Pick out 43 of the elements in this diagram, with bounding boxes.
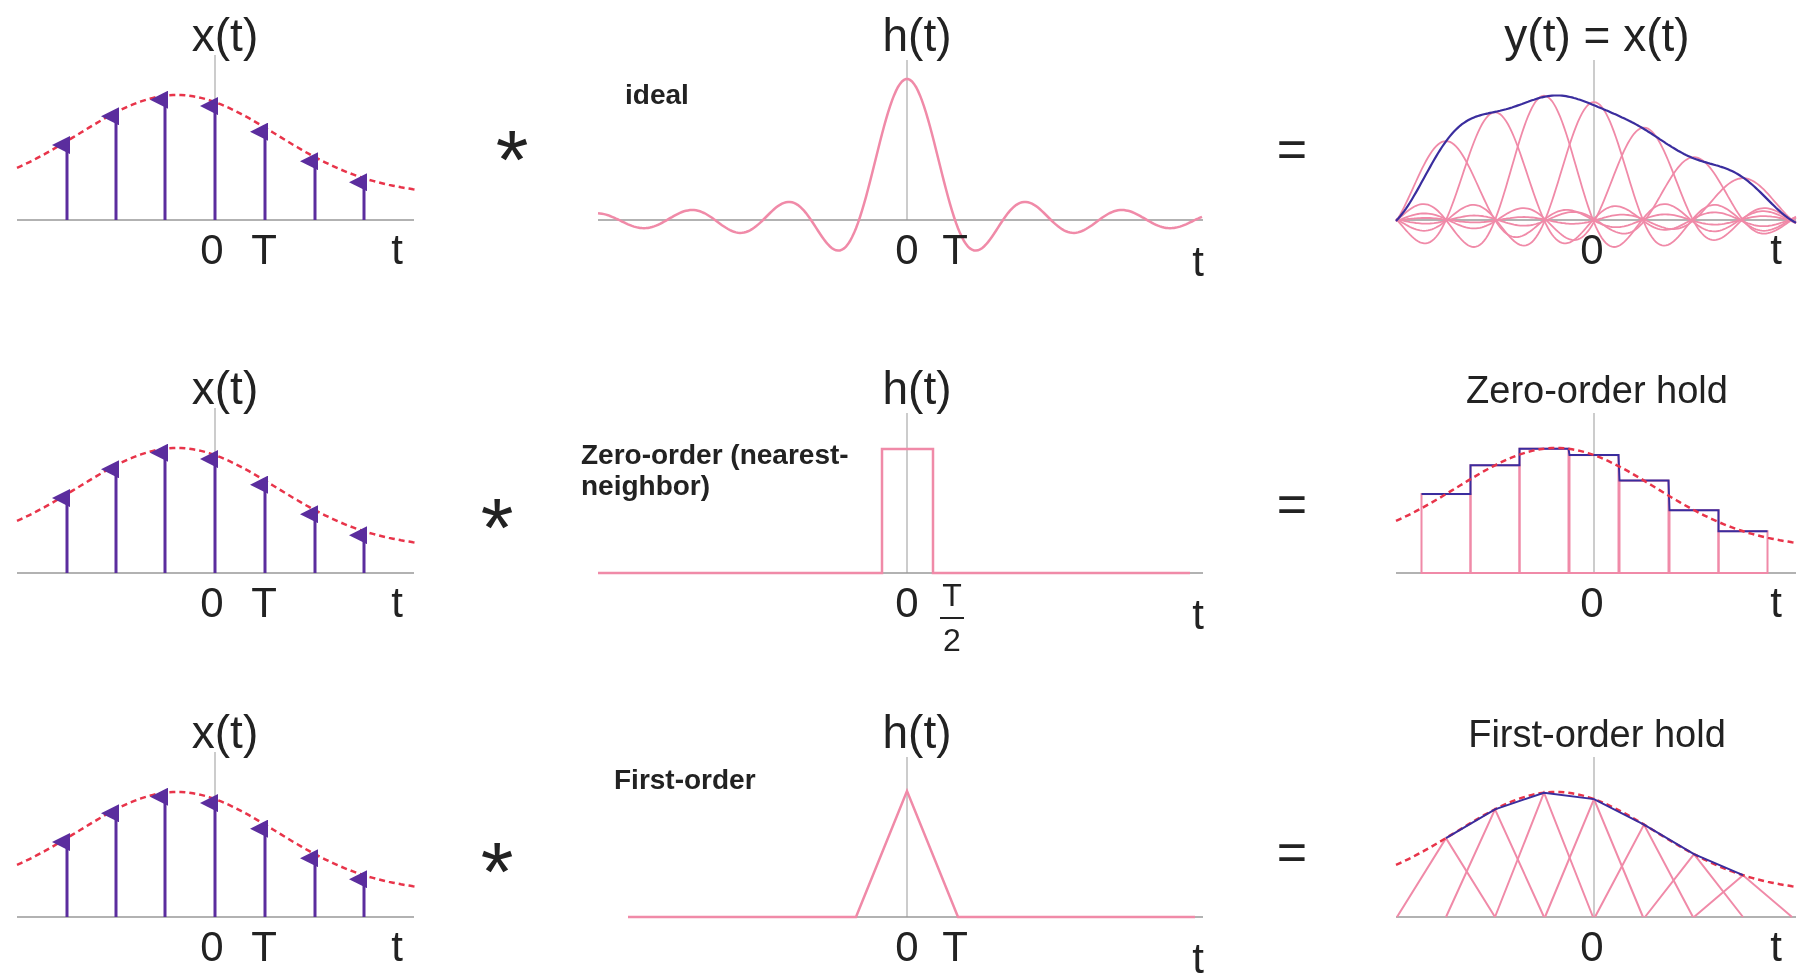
axis-tick-label: 0: [1580, 226, 1604, 274]
filter-name: First-order: [614, 764, 756, 796]
axis-tick-label: 0: [200, 226, 224, 274]
equals-sign: =: [1276, 824, 1308, 882]
convolution-operator: *: [480, 481, 514, 575]
axis-tick-label: 0: [1580, 579, 1604, 627]
axis-tick-label: 0: [895, 923, 919, 971]
axis-tick-label: T: [251, 226, 277, 274]
impulse-response-label: h(t): [882, 362, 952, 414]
equals-sign: =: [1276, 476, 1308, 534]
plot-title: y(t) = x(t): [1504, 9, 1690, 61]
axis-label: t: [391, 923, 403, 971]
axis-tick-label: T: [942, 226, 968, 274]
axis-label: t: [391, 226, 403, 274]
axis-tick-label: 0: [200, 579, 224, 627]
plot-title: Zero-order hold: [1466, 370, 1728, 412]
axis-label: t: [1770, 579, 1782, 627]
convolution-operator: *: [480, 825, 514, 919]
axis-tick-label: T: [251, 923, 277, 971]
plot-title: First-order hold: [1468, 714, 1726, 756]
axis-tick-label: T: [942, 923, 968, 971]
equals-sign: =: [1276, 121, 1308, 179]
axis-label: t: [1192, 238, 1204, 286]
signal-label: x(t): [191, 706, 259, 758]
axis-label: t: [1192, 935, 1204, 976]
fraction-denominator: 2: [943, 623, 961, 659]
axis-label: t: [1770, 226, 1782, 274]
axis-tick-label: 0: [200, 923, 224, 971]
axis-label: t: [1770, 923, 1782, 971]
axis-tick-label: 0: [1580, 923, 1604, 971]
fraction-numerator: T: [942, 578, 962, 614]
axis-tick-label: 0: [895, 579, 919, 627]
impulse-response-label: h(t): [882, 9, 952, 61]
axis-tick-label: T: [251, 579, 277, 627]
convolution-operator: *: [495, 113, 529, 207]
signal-label: x(t): [191, 362, 259, 414]
filter-name: Zero-order (nearest-neighbor): [581, 440, 850, 502]
axis-label: t: [1192, 591, 1204, 639]
axis-label: t: [391, 579, 403, 627]
signal-label: x(t): [191, 9, 259, 61]
axis-tick-label: 0: [895, 226, 919, 274]
impulse-response-label: h(t): [882, 706, 952, 758]
filter-name: ideal: [625, 79, 689, 111]
